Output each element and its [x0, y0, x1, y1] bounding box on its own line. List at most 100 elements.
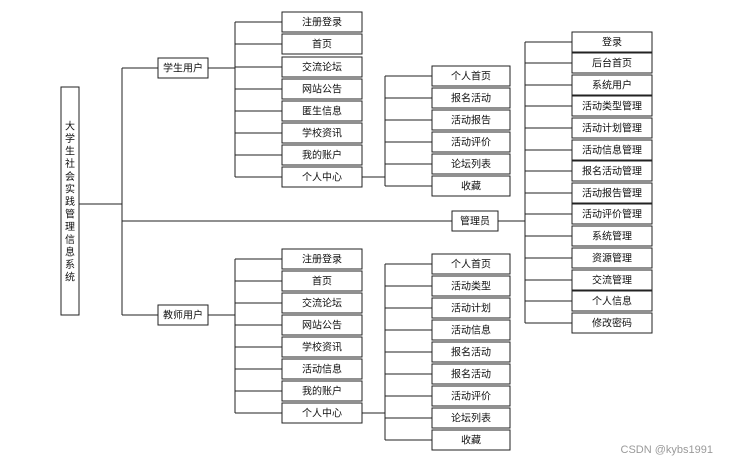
admin-item-6: 报名活动管理: [571, 160, 653, 182]
admin-item-6-label: 报名活动管理: [582, 165, 642, 178]
student-item-4: 匿生信息: [281, 100, 363, 122]
admin-item-3-label: 活动类型管理: [582, 100, 642, 113]
teacher-item-7: 个人中心: [281, 402, 363, 424]
admin-item-12-box: [571, 290, 653, 312]
student-item-0-box: [281, 11, 363, 33]
student-item-1: 首页: [281, 33, 363, 55]
teacher-item-1-label: 首页: [312, 275, 332, 288]
teacher-center-item-0: 个人首页: [431, 253, 511, 275]
admin-item-3: 活动类型管理: [571, 95, 653, 117]
teacher-center-item-2-box: [431, 297, 511, 319]
teacher-center-item-5-box: [431, 363, 511, 385]
admin-item-4-box: [571, 117, 653, 139]
admin-item-2-box: [571, 74, 653, 96]
student-item-4-box: [281, 100, 363, 122]
student-item-5: 学校资讯: [281, 122, 363, 144]
student-center-item-3-box: [431, 131, 511, 153]
admin-item-1-box: [571, 52, 653, 74]
student-item-3-box: [281, 78, 363, 100]
student-center-item-1: 报名活动: [431, 87, 511, 109]
admin-item-0-label: 登录: [602, 36, 622, 49]
admin-item-1: 后台首页: [571, 52, 653, 74]
admin-item-4: 活动计划管理: [571, 117, 653, 139]
student-item-6-box: [281, 144, 363, 166]
teacher-center-item-5-label: 报名活动: [451, 368, 491, 381]
teacher-center-item-4: 报名活动: [431, 341, 511, 363]
admin-item-13-label: 修改密码: [592, 317, 632, 330]
student-center-item-2-box: [431, 109, 511, 131]
student-center-item-1-label: 报名活动: [451, 92, 491, 105]
teacher-item-2: 交流论坛: [281, 292, 363, 314]
teacher-center-item-6: 活动评价: [431, 385, 511, 407]
watermark: CSDN @kybs1991: [620, 444, 713, 456]
teacher-center-item-7: 论坛列表: [431, 407, 511, 429]
admin-item-11-box: [571, 269, 653, 291]
admin-item-11: 交流管理: [571, 269, 653, 291]
teacher-item-3-label: 网站公告: [302, 319, 342, 332]
student-item-1-box: [281, 33, 363, 55]
admin-item-7-label: 活动报告管理: [582, 187, 642, 200]
admin-item-6-box: [571, 160, 653, 182]
student-item-6-label: 我的账户: [302, 149, 342, 162]
student-center-item-5: 收藏: [431, 175, 511, 197]
teacher-center-item-8: 收藏: [431, 429, 511, 451]
student-item-3: 网站公告: [281, 78, 363, 100]
teacher-item-7-label: 个人中心: [302, 407, 342, 420]
teacher-center-item-4-label: 报名活动: [451, 346, 491, 359]
admin-item-5-label: 活动信息管理: [582, 144, 642, 157]
teacher-center-item-3-label: 活动信息: [451, 324, 491, 337]
admin-item-7-box: [571, 182, 653, 204]
student-center-item-0: 个人首页: [431, 65, 511, 87]
root-node-label: 大学生社会实践管理信息系统: [65, 119, 75, 283]
teacher-center-item-5: 报名活动: [431, 363, 511, 385]
teacher-center-item-2-label: 活动计划: [451, 302, 491, 315]
teacher-center-item-1-label: 活动类型: [451, 280, 491, 293]
teacher-item-1-box: [281, 270, 363, 292]
admin-item-12-label: 个人信息: [592, 295, 632, 308]
teacher-item-5: 活动信息: [281, 358, 363, 380]
teacher-center-item-0-label: 个人首页: [451, 258, 491, 271]
admin-item-10-box: [571, 247, 653, 269]
teacher-item-2-label: 交流论坛: [302, 297, 342, 310]
admin-item-0-box: [571, 31, 653, 53]
teacher-node-label: 教师用户: [163, 309, 203, 322]
admin-item-12: 个人信息: [571, 290, 653, 312]
teacher-center-item-3: 活动信息: [431, 319, 511, 341]
teacher-center-item-7-box: [431, 407, 511, 429]
admin-item-10: 资源管理: [571, 247, 653, 269]
student-item-2: 交流论坛: [281, 56, 363, 78]
teacher-center-item-1-box: [431, 275, 511, 297]
admin-item-4-label: 活动计划管理: [582, 122, 642, 135]
teacher-item-5-box: [281, 358, 363, 380]
root-node: 大学生社会实践管理信息系统: [60, 86, 80, 316]
teacher-center-item-2: 活动计划: [431, 297, 511, 319]
student-center-item-2: 活动报告: [431, 109, 511, 131]
student-center-item-4: 论坛列表: [431, 153, 511, 175]
student-center-item-0-label: 个人首页: [451, 70, 491, 83]
teacher-center-item-6-box: [431, 385, 511, 407]
admin-node-label: 管理员: [460, 215, 490, 228]
teacher-item-0: 注册登录: [281, 248, 363, 270]
teacher-item-4: 学校资讯: [281, 336, 363, 358]
teacher-item-6-box: [281, 380, 363, 402]
student-item-0: 注册登录: [281, 11, 363, 33]
admin-item-1-label: 后台首页: [592, 57, 632, 70]
teacher-center-item-3-box: [431, 319, 511, 341]
teacher-center-item-4-box: [431, 341, 511, 363]
admin-item-13: 修改密码: [571, 312, 653, 334]
student-center-item-5-label: 收藏: [461, 180, 481, 193]
admin-item-5: 活动信息管理: [571, 139, 653, 161]
student-item-5-label: 学校资讯: [302, 127, 342, 140]
admin-item-7: 活动报告管理: [571, 182, 653, 204]
student-center-item-3-label: 活动评价: [451, 137, 491, 149]
admin-item-13-box: [571, 312, 653, 334]
teacher-item-0-label: 注册登录: [302, 253, 342, 266]
student-item-1-label: 首页: [312, 38, 332, 51]
admin-item-11-label: 交流管理: [592, 274, 632, 287]
admin-item-5-box: [571, 139, 653, 161]
admin-item-10-label: 资源管理: [592, 252, 632, 265]
admin-item-9-label: 系统管理: [592, 230, 632, 243]
teacher-item-6-label: 我的账户: [302, 385, 342, 398]
student-item-2-label: 交流论坛: [302, 61, 342, 74]
